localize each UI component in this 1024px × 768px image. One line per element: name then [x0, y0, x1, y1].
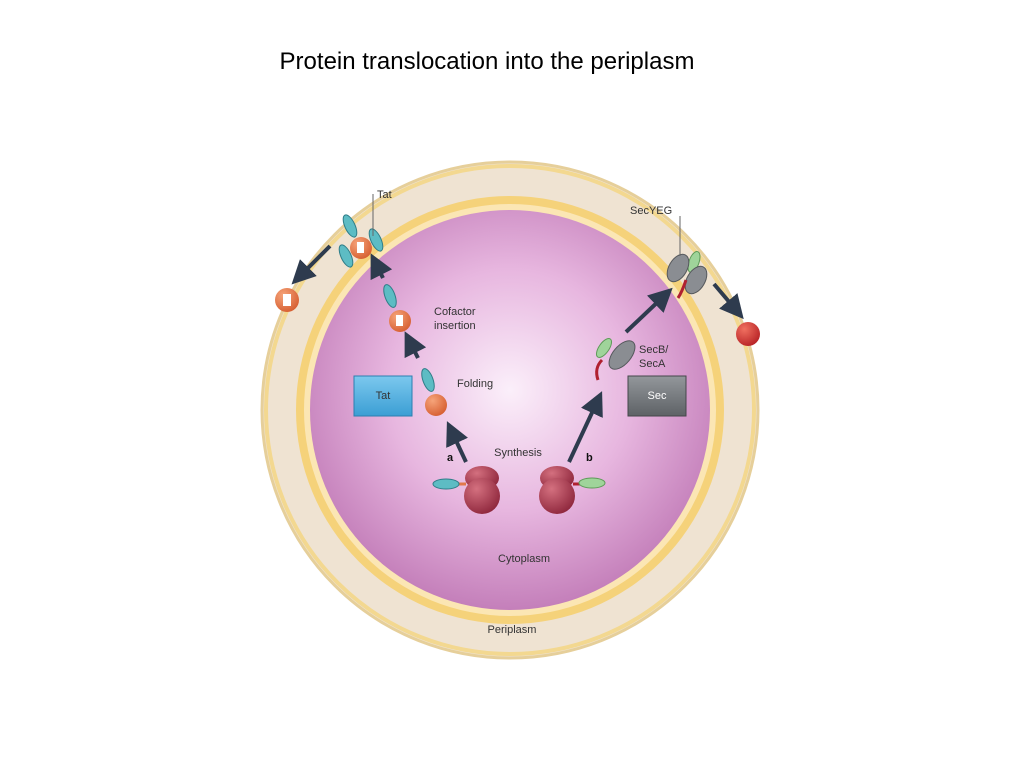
label-secyeg: SecYEG: [630, 205, 672, 217]
secb-seca-complex: [595, 338, 636, 381]
cofactor-protein: [383, 284, 411, 332]
arrow-synthesis-b: [567, 391, 603, 463]
arrow-sec-export: [712, 282, 744, 320]
label-folding: Folding: [457, 378, 493, 390]
label-cytoplasm: Cytoplasm: [498, 553, 550, 565]
secyeg-translocon: [666, 251, 708, 299]
arrow-secb: [624, 287, 673, 334]
sec-box: [627, 375, 687, 417]
label-sec-box: Sec: [648, 390, 667, 402]
tat-box: [353, 375, 413, 417]
label-cofactor-2: insertion: [434, 320, 476, 332]
ribosome-a: [464, 466, 500, 514]
exported-tat-protein: [275, 288, 299, 312]
label-secb-2: SecA: [639, 358, 666, 370]
arrow-tat-export: [291, 244, 332, 285]
ribosome-b: [539, 466, 575, 514]
cytoplasm-region: [310, 210, 710, 610]
outer-membrane: [264, 164, 756, 656]
label-cofactor-1: Cofactor: [434, 306, 476, 318]
label-secb-1: SecB/: [639, 344, 669, 356]
nascent-protein-b: [573, 477, 606, 489]
arrow-synthesis-a: [446, 421, 468, 463]
label-path-a: a: [447, 452, 454, 464]
arrow-folding: [404, 331, 427, 359]
label-path-b: b: [586, 452, 593, 464]
label-periplasm: Periplasm: [488, 624, 537, 636]
label-tat-box: Tat: [376, 390, 391, 402]
nascent-protein-a: [432, 478, 466, 490]
label-synthesis: Synthesis: [494, 447, 542, 459]
exported-sec-protein: [736, 322, 760, 346]
arrow-cofactor: [370, 253, 393, 281]
folding-protein: [421, 368, 447, 416]
page-title: Protein translocation into the periplasm: [279, 48, 695, 75]
label-tat-top: Tat: [377, 189, 392, 201]
